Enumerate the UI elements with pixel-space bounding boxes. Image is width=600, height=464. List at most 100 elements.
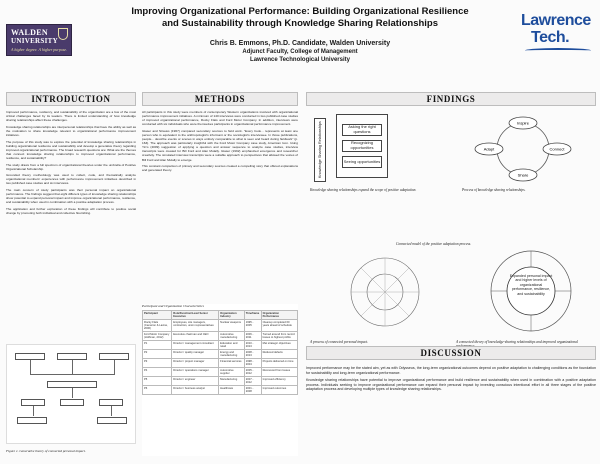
poster-title: Improving Organizational Performance: Bu… xyxy=(90,6,510,30)
diagram-node xyxy=(15,353,45,360)
fig2-cycle-diagram: Inspire Connect Share Adapt xyxy=(474,116,572,182)
table-column-header: Participant xyxy=(141,310,173,320)
walden-university-logo: WALDEN UNIVERSITY A higher degree. A hig… xyxy=(6,24,72,56)
table-cell: Nuclear weapons xyxy=(218,318,245,333)
fig3-caption: Connected model of the positive adaptati… xyxy=(396,242,472,246)
table-cell: Manufacturing xyxy=(218,376,245,387)
fig2-node-label: Connect xyxy=(550,147,566,152)
table-column-header: Organization Performance xyxy=(260,310,299,320)
table-cell: Met strategic objectives xyxy=(260,340,299,351)
lt-logo-line2: Tech. xyxy=(531,29,570,46)
table-cell: P1 xyxy=(141,340,173,351)
methods-paragraph: Glaser and Strauss (1967) compared secon… xyxy=(142,128,298,162)
table-cell: Ford Motor Company (Hoffman, 2012) xyxy=(141,331,173,342)
diagram-node xyxy=(47,381,97,388)
affiliation-line1: Adjunct Faculty, College of Management xyxy=(242,49,358,55)
table-cell: Financial services xyxy=(218,358,245,369)
walden-crest-icon xyxy=(58,28,68,40)
table-cell: Projects delivered on time xyxy=(260,358,299,369)
affiliation-line2: Lawrence Technological University xyxy=(250,57,350,63)
poster-title-line1: Improving Organizational Performance: Bu… xyxy=(131,6,469,17)
fig2-node-label: Adapt xyxy=(484,147,495,152)
fig2-node xyxy=(508,116,538,130)
table-cell: 2006 - 2011 xyxy=(243,331,262,342)
discussion-paragraph: Improved performance may be the stated a… xyxy=(306,366,596,375)
discussion-body: Improved performance may be the stated a… xyxy=(306,366,596,456)
discussion-paragraph: Knowledge sharing relationships have pot… xyxy=(306,377,596,392)
table-cell: Turned around from record losses to high… xyxy=(260,331,299,342)
diagram-connector xyxy=(33,406,34,416)
table-cell: 1995 - 2005 xyxy=(243,318,262,333)
diagram-node xyxy=(97,417,127,424)
methods-paragraph: This constant comparison of primary and … xyxy=(142,164,298,173)
lt-swoosh-icon xyxy=(525,48,591,53)
table-cell: Improved efficiency xyxy=(260,376,299,387)
table-cell: P5 xyxy=(141,376,173,387)
diagram-node xyxy=(99,399,123,406)
lawrence-tech-logo: Lawrence Tech. xyxy=(521,12,595,62)
diagram-node xyxy=(17,417,47,424)
diagram-connector xyxy=(30,374,115,375)
methods-header: METHODS xyxy=(142,92,298,106)
table-cell: Director / management consultant xyxy=(171,340,220,351)
introduction-header: INTRODUCTION xyxy=(6,92,136,106)
walden-logo-line1: WALDEN xyxy=(11,28,48,37)
poster-title-line2: and Sustainability through Knowledge Sha… xyxy=(161,18,439,29)
table-cell: Director / project manager xyxy=(171,358,220,369)
table-cell: Education and retail xyxy=(218,340,245,351)
table-body: Rocky Flats (Cameron & Lavine, 2006)Empl… xyxy=(141,318,299,396)
walden-logo-tagline: A higher degree. A higher purpose. xyxy=(11,47,68,52)
poster-author: Chris B. Emmons, Ph.D. Candidate, Walden… xyxy=(209,40,391,47)
table-cell: Rocky Flats (Cameron & Lavine, 2006) xyxy=(141,318,173,333)
table-cell: P3 xyxy=(141,358,173,369)
table-cell: P6 xyxy=(141,385,173,396)
table-cell: Healthcare xyxy=(218,385,245,396)
findings-figures: Knowledge Sharing Relationships Asking t… xyxy=(306,108,596,348)
intro-paragraph: Grounded theory methodology was used to … xyxy=(6,173,136,186)
fig1-caption: Knowledge sharing relationships expand t… xyxy=(310,188,417,192)
methods-paragraph: All participants in this study were memb… xyxy=(142,110,298,127)
diagram-node xyxy=(57,353,87,360)
table-cell: Director / operations manager xyxy=(171,367,220,378)
fig1-box-recognizing: Recognizing opportunities xyxy=(342,140,382,152)
participant-table-container: Participant and Organization Characteris… xyxy=(141,304,299,456)
table-cell: Reduced defects xyxy=(260,349,299,360)
table-column-header: Role/Function/Level Senior Executive xyxy=(171,310,220,320)
discussion-header: DISCUSSION xyxy=(306,346,596,360)
diagram-connector xyxy=(30,360,31,374)
table-cell: Director / quality manager xyxy=(171,349,220,360)
findings-header: FINDINGS xyxy=(306,92,596,106)
intro-paragraph: The study draws from a full spectrum of … xyxy=(6,162,136,171)
lt-logo-line1: Lawrence xyxy=(521,12,591,29)
intro-paragraph: Knowledge sharing relationships are inte… xyxy=(6,124,136,137)
table-cell: Employees, site managers, contractors, u… xyxy=(171,318,220,333)
poster-affiliation: Adjunct Faculty, College of Management L… xyxy=(90,48,510,64)
table-column-header: Organization Industry xyxy=(218,310,245,320)
table-cell: Recovered from losses xyxy=(260,367,299,378)
intro-figure-caption: Figure 1. Generative theory of connected… xyxy=(6,449,86,453)
intro-paragraph: The purpose of this study was to explore… xyxy=(6,139,136,160)
participant-table-title: Participant and Organization Characteris… xyxy=(142,304,204,308)
fig2-cycle-ring xyxy=(496,122,550,176)
intro-paragraph: Improved performance, resiliency, and su… xyxy=(6,110,136,123)
fig2-node xyxy=(474,142,504,156)
intro-paragraph: The application and further exploration … xyxy=(6,206,136,215)
table-cell: Director / engineer xyxy=(171,376,220,387)
diagram-connector xyxy=(111,406,112,416)
introduction-body: Improved performance, resiliency, and su… xyxy=(6,110,136,340)
fig3-radial-left xyxy=(350,257,420,327)
fig2-node xyxy=(508,168,538,182)
fig3-radial-right xyxy=(490,250,572,332)
table-cell: Executive chairman and CEO xyxy=(171,331,220,342)
table-cell: Automotive supplier xyxy=(218,367,245,378)
intro-paragraph: The main concern of study participants w… xyxy=(6,188,136,205)
diagram-connector xyxy=(114,360,115,374)
